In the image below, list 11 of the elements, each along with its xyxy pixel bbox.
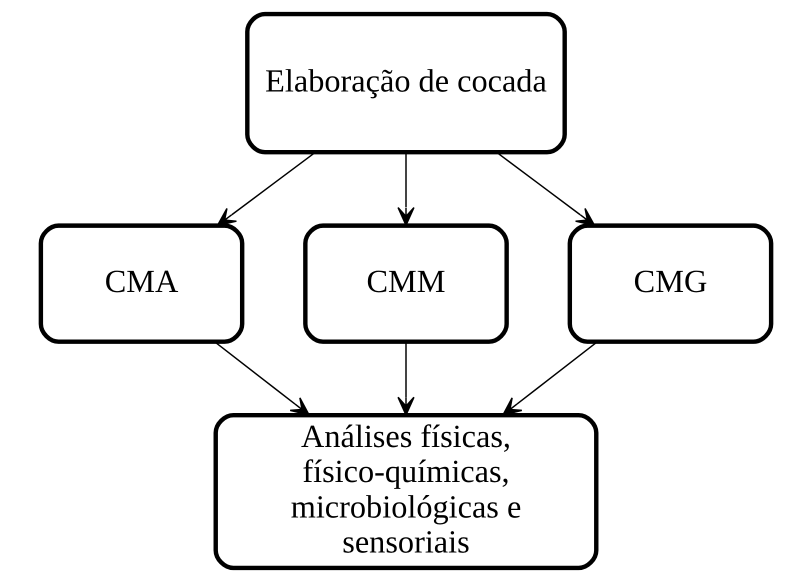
arrow [216,152,316,226]
arrow [502,342,597,416]
arrow [396,342,414,416]
arrow [214,342,310,416]
node-box: Análises físicas, físico-químicas, microbiológicas e sensoriais [213,412,598,570]
arrow [496,152,595,226]
arrow [396,152,414,226]
node-box: Elaboração de cocada [244,12,566,154]
node-box: CMG [567,223,773,344]
node-box: CMM [302,223,508,344]
node-box: CMA [38,223,244,344]
